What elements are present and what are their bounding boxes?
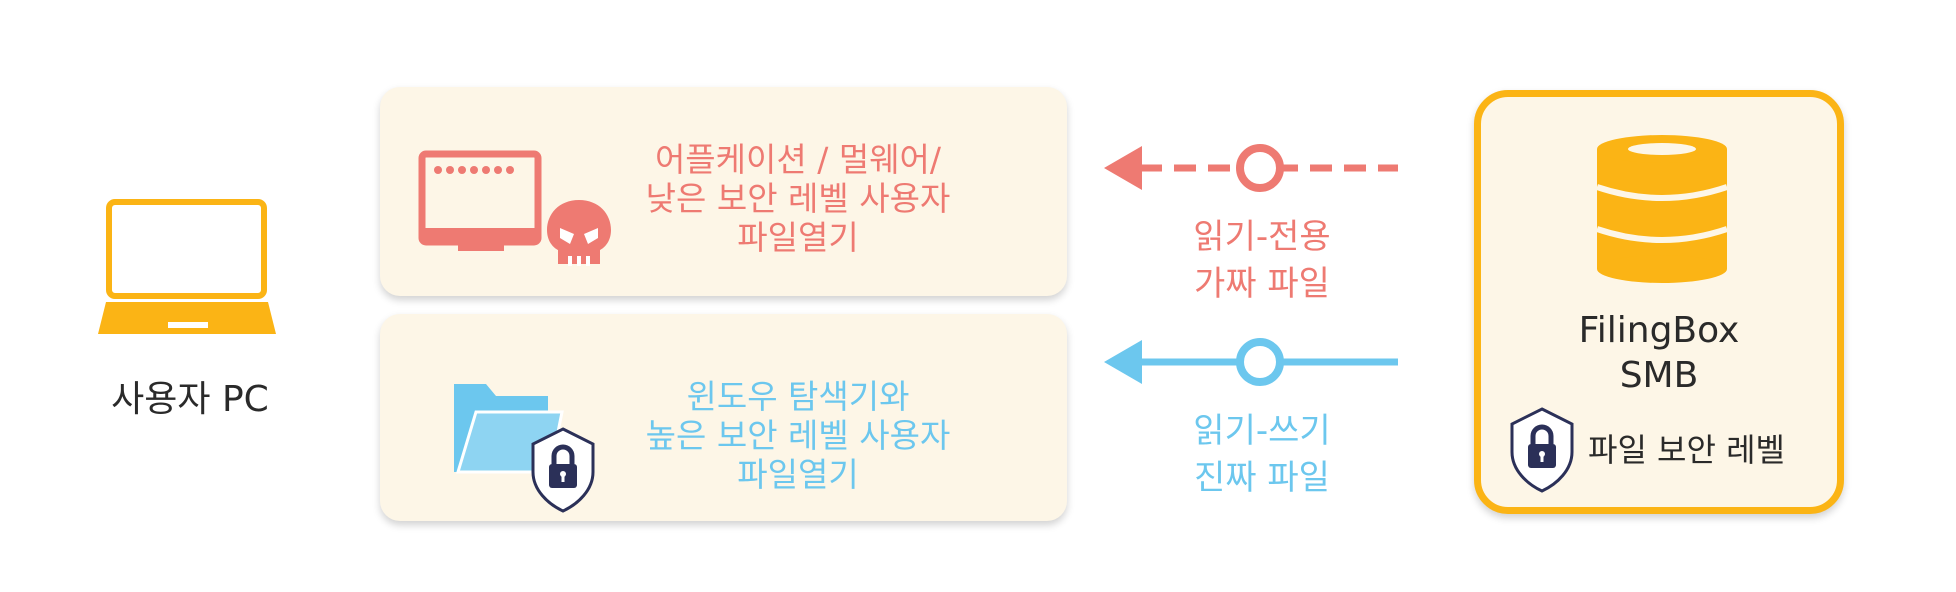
- text-line: 진짜 파일: [1194, 458, 1330, 498]
- laptop-icon: [98, 199, 276, 334]
- read-write-arrow: [1104, 338, 1398, 386]
- monitor-icon: [418, 150, 542, 251]
- database-icon: [1596, 135, 1728, 283]
- text-line: 가짜 파일: [1194, 264, 1330, 304]
- text-line: SMB: [1619, 355, 1699, 396]
- text-line: 윈도우 탐색기와: [686, 377, 910, 416]
- read-only-label: 읽기-전용 가짜 파일: [1193, 214, 1330, 308]
- text-line: 어플케이션 / 멀웨어/: [654, 140, 942, 179]
- untrusted-app-box: [380, 87, 1067, 296]
- shield-lock-icon: [1510, 407, 1574, 493]
- skull-icon: [547, 200, 611, 266]
- trusted-explorer-text: 윈도우 탐색기와 높은 보안 레벨 사용자 파일열기: [646, 377, 951, 494]
- read-only-arrow: [1104, 144, 1398, 192]
- text-line: 읽기-전용: [1193, 217, 1331, 257]
- text-line: 낮은 보안 레벨 사용자: [645, 179, 951, 218]
- file-security-level-label: 파일 보안 레벨: [1588, 431, 1785, 469]
- user-pc-label: 사용자 PC: [111, 379, 269, 420]
- text-line: 높은 보안 레벨 사용자: [645, 416, 951, 455]
- text-line: 파일열기: [737, 218, 859, 257]
- text-line: 읽기-쓰기: [1193, 411, 1331, 451]
- read-write-label: 읽기-쓰기 진짜 파일: [1193, 408, 1330, 502]
- text-line: FilingBox: [1578, 310, 1740, 351]
- untrusted-app-text: 어플케이션 / 멀웨어/ 낮은 보안 레벨 사용자 파일열기: [646, 140, 951, 257]
- server-title: FilingBox SMB: [1579, 308, 1740, 398]
- text-line: 파일열기: [737, 455, 859, 494]
- shield-lock-icon: [531, 427, 595, 513]
